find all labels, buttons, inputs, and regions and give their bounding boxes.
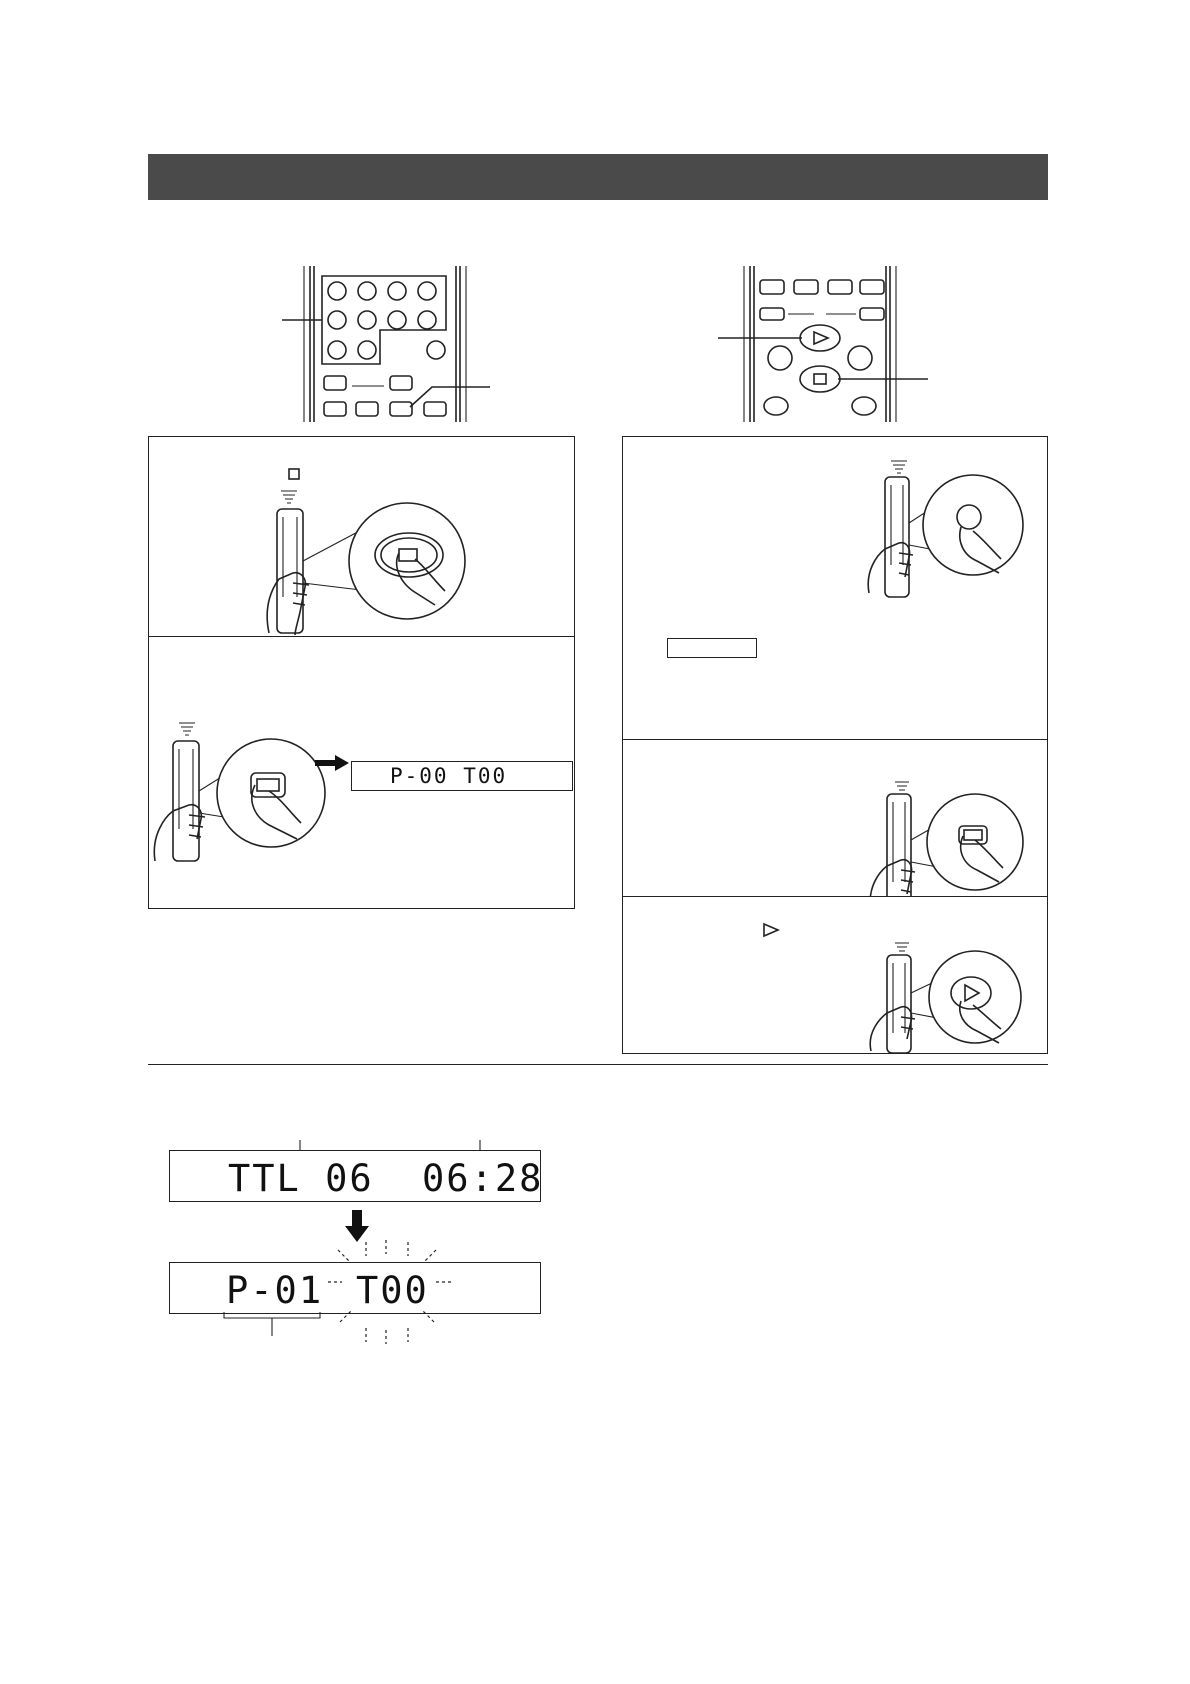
stop-icon: [288, 468, 300, 480]
display-program-step: P-00 T00: [351, 761, 573, 791]
remote-numeric-keypad-illustration: [303, 266, 467, 422]
step-panel-stop: [148, 436, 575, 638]
blinking-indicator-rays: [328, 1240, 454, 1344]
display-after-right: T00: [356, 1269, 429, 1312]
play-icon: [763, 922, 781, 938]
display-before-program: TTL 06 06:28: [169, 1150, 541, 1202]
hand-remote-press-program-again-illustration: [869, 781, 1024, 915]
hand-remote-press-play-illustration: [869, 942, 1022, 1054]
hand-remote-press-program-illustration: [153, 722, 326, 862]
remote-transport-keys-illustration: [743, 266, 897, 422]
display-after-program: P-01 T00: [169, 1262, 541, 1314]
step-panel-program-confirm: [622, 739, 1048, 915]
down-arrow-icon: [345, 1210, 369, 1242]
callout-line-play-key: [718, 337, 802, 339]
display-before-right: 06:28: [422, 1157, 544, 1200]
display-program-text: P-00 T00: [390, 764, 508, 788]
section-divider: [148, 1064, 1048, 1065]
step-panel-program: P-00 T00: [148, 636, 575, 909]
display-before-left: TTL 06: [228, 1157, 374, 1200]
callout-line-stop-key: [838, 378, 928, 380]
hand-remote-press-number-illustration: [867, 460, 1024, 598]
hand-remote-press-stop-illustration: [266, 490, 466, 636]
callout-line-keypad: [282, 319, 322, 321]
callout-line-program-key: [409, 386, 490, 408]
step-panel-numbers: [622, 436, 1048, 740]
step-panel-play: [622, 896, 1048, 1054]
section-header-band: [148, 154, 1048, 200]
display-after-left: P-01: [226, 1269, 324, 1312]
callout-bracket-program-number: [223, 1312, 321, 1336]
info-box-outline: [667, 638, 757, 658]
right-arrow-icon: [315, 755, 349, 771]
